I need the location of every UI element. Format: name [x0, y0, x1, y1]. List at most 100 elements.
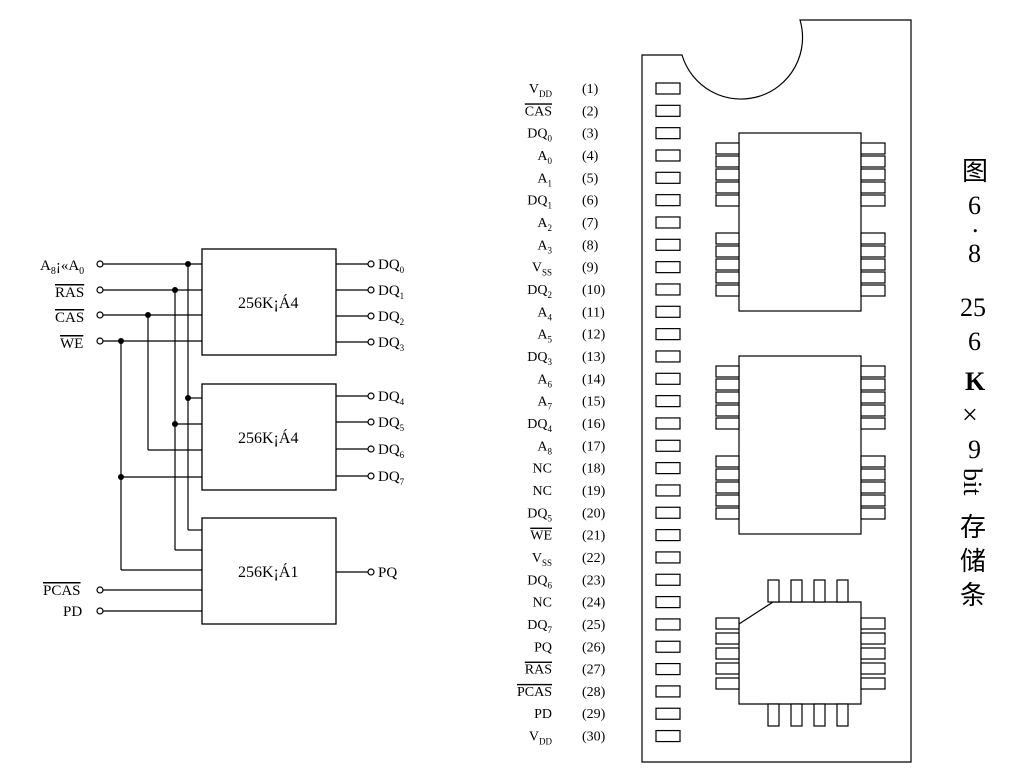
pin-pad [655, 238, 681, 251]
pd-terminal [96, 607, 104, 615]
pin-number: (18) [582, 462, 606, 477]
module-chip-2-lead [860, 494, 886, 507]
module-chip-1-lead [715, 142, 740, 155]
module-chip-2-lead [715, 481, 740, 494]
pin-pad [655, 372, 681, 385]
pin-number: (19) [582, 484, 606, 499]
caption-size-a: 25 [960, 293, 986, 322]
module-chip-3-lead [715, 617, 740, 630]
pin-pad [655, 194, 681, 207]
pin-number: (25) [582, 618, 606, 633]
pin-label: CAS [525, 104, 552, 119]
module-chip-2-lead [860, 417, 886, 430]
pin-label: VSS [532, 261, 552, 278]
pin-pad [655, 506, 681, 519]
pin-number: (13) [582, 350, 606, 365]
caption-dot: . [972, 209, 979, 238]
pin-label: PD [534, 707, 552, 722]
module-chip-2-lead [860, 404, 886, 417]
pd-input-label: PD [63, 604, 82, 620]
module-chip-1-lead [860, 142, 886, 155]
pin-number: (28) [582, 685, 606, 700]
output-dq1-label: DQ1 [378, 283, 404, 301]
we-input-label: WE [60, 336, 83, 352]
pin-label: DQ7 [527, 618, 552, 635]
pin-number: (7) [582, 216, 599, 231]
pin-number: (14) [582, 372, 606, 387]
caption-num-a: 6 [968, 191, 981, 220]
pin-pad [655, 283, 681, 296]
pin-number: (1) [582, 82, 599, 97]
module-chip-3-body [738, 601, 862, 705]
chip-1-box [201, 248, 337, 356]
caption-num-b: 8 [968, 239, 981, 268]
pin-label: DQ1 [527, 194, 552, 211]
module-chip-2-lead [715, 417, 740, 430]
module-chip-2-lead [715, 507, 740, 520]
module-chip-3-lead [860, 662, 886, 675]
pcas-input-label: PCAS [43, 583, 81, 599]
module-chip-3-lead [860, 677, 886, 690]
pin-label: DQ5 [527, 506, 552, 523]
pin-number: (16) [582, 417, 606, 432]
pin-number: (8) [582, 238, 599, 253]
module-chip-1-body [738, 132, 862, 312]
pin-pad [655, 640, 681, 653]
chip-1-label: 256K¡Á4 [238, 293, 298, 312]
pin-label: A5 [537, 328, 552, 345]
module-chip-3-lead [836, 579, 849, 603]
module-chip-2-lead [860, 507, 886, 520]
caption-char-2: 储 [960, 547, 986, 576]
pin-label: DQ3 [527, 350, 552, 367]
pin-label: A8 [537, 439, 552, 456]
module-chip-1-lead [715, 168, 740, 181]
caption-char-1: 存 [960, 513, 986, 542]
caption-bit: bit [958, 468, 987, 496]
module-chip-2-body [738, 355, 862, 535]
pin-number: (23) [582, 573, 606, 588]
pin-number: (6) [582, 194, 599, 209]
pin-pad [655, 171, 681, 184]
pin-number: (17) [582, 439, 606, 454]
pin-number: (3) [582, 127, 599, 142]
output-pq-label: PQ [378, 565, 397, 581]
module-chip-3-lead [860, 632, 886, 645]
ras-input-label: RAS [55, 285, 84, 301]
pin-pad [655, 417, 681, 430]
cas-input-label: CAS [55, 310, 84, 326]
output-dq0-label: DQ0 [378, 257, 405, 275]
pin-number: (9) [582, 261, 599, 276]
module-chip-2-lead [715, 494, 740, 507]
module-chip-2-lead [715, 404, 740, 417]
pin-pad [655, 328, 681, 341]
address-terminal [96, 260, 104, 268]
module-chip-2-lead [860, 468, 886, 481]
pin-pad [655, 618, 681, 631]
module-chip-1-lead [715, 271, 740, 284]
figure-caption: 图 6 . 8 25 6 K × 9 bit 存 储 条 [958, 157, 988, 610]
caption-fig: 图 [962, 157, 988, 186]
pin-label: PCAS [517, 685, 552, 700]
pin-label: VSS [532, 551, 552, 568]
pin-label: A4 [537, 305, 552, 322]
module-chip-2-lead [860, 481, 886, 494]
pin-pad [655, 216, 681, 229]
ras-terminal [96, 286, 104, 294]
module-chip-1-lead [860, 194, 886, 207]
module-chip-3-lead [813, 579, 826, 603]
pin-pad [655, 528, 681, 542]
pin-pad [655, 305, 681, 318]
pin-number: (12) [582, 328, 606, 343]
pin-pad [655, 261, 681, 274]
module-chip-1-lead [715, 258, 740, 271]
pin-number: (27) [582, 663, 606, 678]
module-chip-3-lead [715, 647, 740, 660]
pin-label: DQ0 [527, 127, 552, 144]
output-dq3-label: DQ3 [378, 335, 405, 353]
pin-pad [655, 104, 681, 117]
module-chip-1-lead [860, 284, 886, 297]
pin-label: A3 [537, 238, 552, 255]
module-chip-1-lead [860, 232, 886, 245]
module-chip-2-lead [715, 378, 740, 391]
